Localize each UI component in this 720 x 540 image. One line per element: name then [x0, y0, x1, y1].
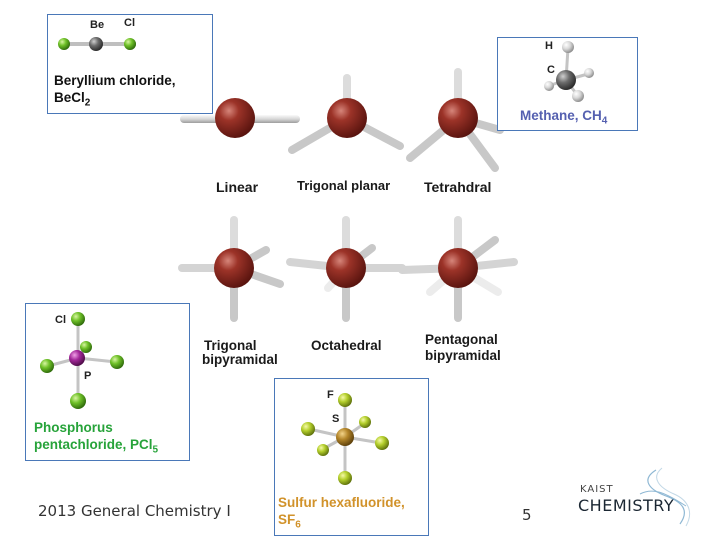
- kaist-chemistry-logo: KAIST CHEMISTRY: [570, 466, 700, 530]
- sf6-caption-line1: Sulfur hexafluoride,: [278, 495, 405, 510]
- label-pentagonal-bipyramidal-2: bipyramidal: [425, 348, 501, 363]
- atom-label-be: Be: [90, 19, 105, 31]
- pcl5-box: Cl P Phosphorus pentachloride, PCl5: [25, 303, 190, 461]
- label-octahedral: Octahedral: [311, 338, 382, 353]
- cl-atom-left: [58, 38, 70, 50]
- becl2-molecule: [58, 37, 136, 51]
- logo-chemistry-text: CHEMISTRY: [578, 496, 675, 515]
- label-pentagonal-bipyramidal-1: Pentagonal: [425, 332, 498, 347]
- pcl5-caption-line2: pentachloride, PCl5: [34, 437, 159, 456]
- label-trigonal-planar: Trigonal planar: [297, 178, 391, 193]
- trigonal-bipyramidal-model: [178, 216, 284, 322]
- be-atom: [89, 37, 103, 51]
- label-trigonal-bipyramidal-1: Trigonal: [204, 338, 257, 353]
- ch4-molecule: [544, 41, 594, 102]
- atom-label-h: H: [545, 40, 553, 52]
- pentagonal-bipyramidal-model: [398, 216, 518, 322]
- atom-label-f: F: [327, 389, 334, 401]
- octahedral-model: [286, 216, 406, 322]
- tetrahedral-model: [406, 68, 504, 172]
- pcl5-molecule: [40, 312, 124, 409]
- atom-label-c: C: [547, 64, 555, 76]
- label-linear: Linear: [216, 179, 259, 195]
- atom-label-cl: Cl: [124, 17, 135, 29]
- ch4-caption: Methane, CH4: [520, 108, 608, 127]
- sf6-molecule: [301, 393, 389, 485]
- ch4-box: H C Methane, CH4: [497, 37, 638, 131]
- becl2-caption-name: Beryllium chloride,: [54, 73, 176, 88]
- pcl5-caption-line1: Phosphorus: [34, 420, 113, 435]
- sf6-box: F S Sulfur hexafluoride, SF6: [274, 378, 429, 536]
- cl-atom-right: [124, 38, 136, 50]
- atom-label-p: P: [84, 370, 92, 382]
- atom-label-s: S: [332, 413, 340, 425]
- sf6-caption-line2: SF6: [278, 512, 301, 531]
- logo-kaist-text: KAIST: [580, 484, 614, 495]
- logo-swoosh-icon: [639, 467, 690, 527]
- becl2-box: Be Cl Beryllium chloride, BeCl2: [47, 14, 213, 114]
- trigonal-planar-model: [288, 74, 404, 154]
- label-tetrahedral: Tetrahdral: [424, 179, 492, 195]
- becl2-caption-formula: BeCl2: [54, 90, 91, 109]
- footer-page-number: 5: [522, 506, 532, 524]
- label-trigonal-bipyramidal-2: bipyramidal: [202, 352, 278, 367]
- footer-course: 2013 General Chemistry I: [38, 502, 231, 520]
- atom-label-cl: Cl: [55, 314, 66, 326]
- linear-model: [180, 98, 300, 138]
